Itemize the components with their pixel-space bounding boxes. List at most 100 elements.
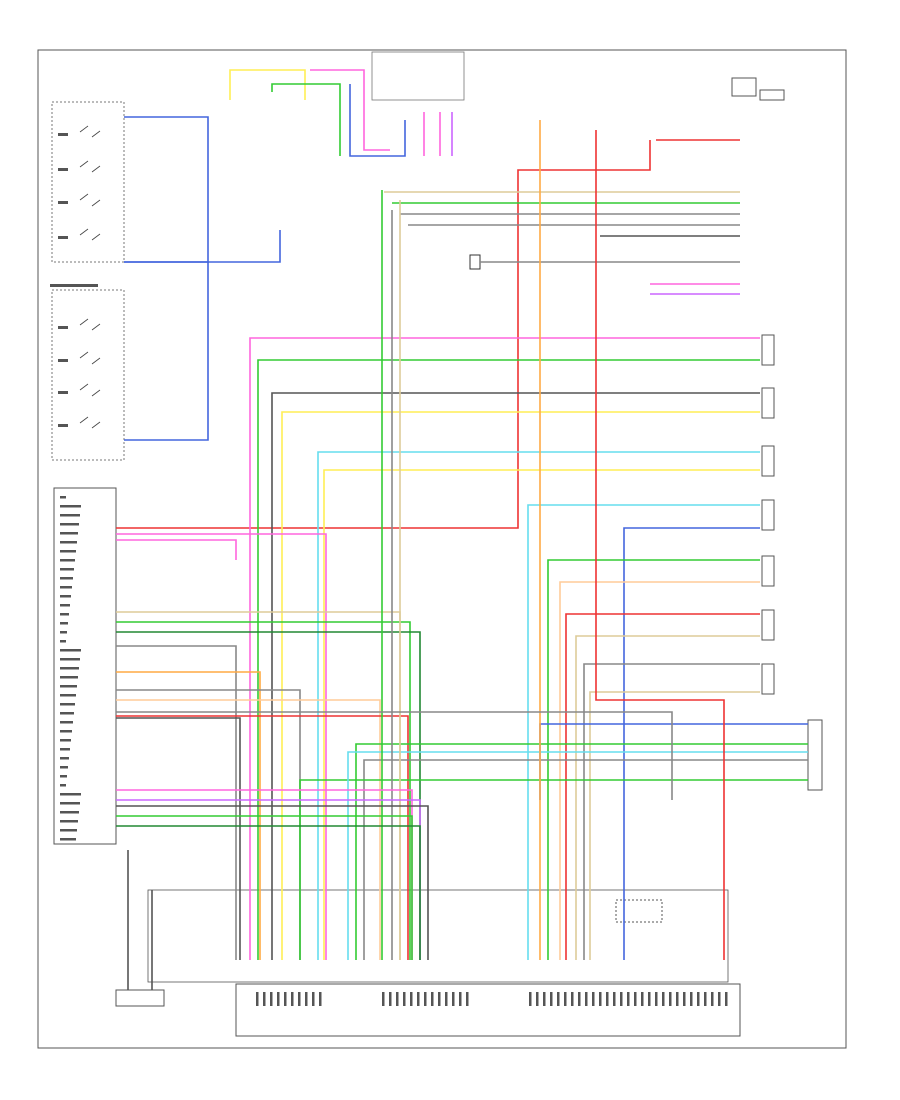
left-module-pin-label — [60, 784, 66, 787]
module-pin-label — [382, 992, 385, 1006]
wire-rear-gray — [363, 759, 808, 960]
module-pin-label — [256, 992, 259, 1006]
module-pin-label — [557, 992, 560, 1006]
module-pin-label — [270, 992, 273, 1006]
module-pin-label — [389, 992, 392, 1006]
module-pin-label — [676, 992, 679, 1006]
wire-left-3 — [116, 631, 421, 960]
module-pin-label — [277, 992, 280, 1006]
module-pin-label — [655, 992, 658, 1006]
module-pin-label — [403, 992, 406, 1006]
left-module-pin-label — [60, 649, 81, 652]
wire-group — [116, 69, 808, 990]
module-pin-label — [571, 992, 574, 1006]
module-pin-label — [291, 992, 294, 1006]
left-module-pin-label — [60, 793, 81, 796]
module-pin-label — [417, 992, 420, 1006]
wire-bottom-dgreen — [116, 825, 421, 960]
wire-bottom-violet — [116, 799, 421, 960]
wire-bottom-gray — [116, 711, 673, 800]
left-module-pin-label — [60, 577, 73, 580]
left-module-pin-label — [60, 829, 77, 832]
module-pin-label — [312, 992, 315, 1006]
module-pin-label — [690, 992, 693, 1006]
module-pin-label — [725, 992, 728, 1006]
left-module-pin-label — [60, 523, 79, 526]
wire-speaker-1 — [257, 359, 760, 960]
wire-speaker-10 — [565, 613, 760, 960]
wire-speaker-7 — [623, 527, 760, 960]
module-pin-label — [536, 992, 539, 1006]
left-module-pin-label — [60, 739, 71, 742]
left-module-pin-label — [60, 586, 72, 589]
left-module-pin-label — [60, 559, 75, 562]
wire-top-blue-3 — [349, 84, 406, 157]
module-pin-label — [648, 992, 651, 1006]
left-module-pin-label — [60, 676, 78, 679]
left-module-pin-label — [60, 838, 76, 841]
left-module-pin-label — [60, 595, 71, 598]
door-switch-right — [50, 284, 125, 461]
left-module — [53, 487, 117, 845]
module-pin-label — [263, 992, 266, 1006]
left-module-pin-label — [60, 802, 80, 805]
module-pin-label — [585, 992, 588, 1006]
left-module-pin-label — [60, 496, 66, 499]
module-pin-label — [592, 992, 595, 1006]
wire-left-5 — [116, 671, 261, 960]
left-module-pin-label — [60, 550, 76, 553]
module-pin-label — [718, 992, 721, 1006]
module-pin-label — [410, 992, 413, 1006]
left-module-pin-label — [60, 748, 70, 751]
speaker-group — [761, 334, 775, 695]
module-pin-label — [683, 992, 686, 1006]
module-pin-label — [424, 992, 427, 1006]
left-module-pin-label — [60, 730, 72, 733]
wire-speaker-2 — [271, 392, 760, 960]
wire-top-blue-2 — [124, 262, 209, 441]
diagram-frame — [37, 49, 847, 1049]
speaker-connector-icon — [761, 334, 775, 366]
left-module-pin-label — [60, 622, 68, 625]
wire-speaker-0 — [249, 337, 760, 960]
left-module-pin-label — [60, 721, 73, 724]
module-pin-label — [445, 992, 448, 1006]
speaker-connector-icon — [761, 499, 775, 531]
left-module-pin-label — [60, 658, 80, 661]
door-switch-left — [51, 101, 125, 263]
left-module-pin-label — [60, 766, 68, 769]
left-module-pin-label — [60, 532, 78, 535]
wire-v-red — [595, 130, 725, 960]
module-pin-label — [438, 992, 441, 1006]
left-module-pin-label — [60, 613, 69, 616]
left-module-pin-label — [60, 604, 70, 607]
left-module-pin-label — [60, 775, 67, 778]
left-module-pin-label — [60, 514, 80, 517]
wire-rear-green — [355, 743, 808, 960]
wire-speaker-11 — [575, 635, 760, 960]
module-pin-label — [298, 992, 301, 1006]
module-pin-label — [641, 992, 644, 1006]
wire-top-green — [271, 83, 341, 156]
module-pin-label — [284, 992, 287, 1006]
wire-speaker-12 — [583, 663, 760, 960]
wire-speaker-3 — [281, 411, 760, 960]
left-module-pin-label — [60, 631, 67, 634]
wire-rear-green2 — [299, 779, 808, 960]
wire-speaker-8 — [547, 559, 760, 960]
left-module-pin-label — [60, 640, 66, 643]
speaker-connector-icon — [761, 555, 775, 587]
module-pin-label — [669, 992, 672, 1006]
module-pin-label — [606, 992, 609, 1006]
module-pin-label — [431, 992, 434, 1006]
wire-right-blue — [124, 230, 281, 263]
wire-left-8 — [116, 715, 409, 960]
wire-rear-blue — [539, 723, 808, 800]
lower-connector — [115, 989, 165, 1007]
module-pin-label — [319, 992, 322, 1006]
module-pin-label — [452, 992, 455, 1006]
wire-top-pink — [310, 69, 390, 151]
wire-left-9 — [116, 717, 241, 960]
left-module-pin-label — [60, 568, 74, 571]
left-module-pin-label — [60, 694, 76, 697]
